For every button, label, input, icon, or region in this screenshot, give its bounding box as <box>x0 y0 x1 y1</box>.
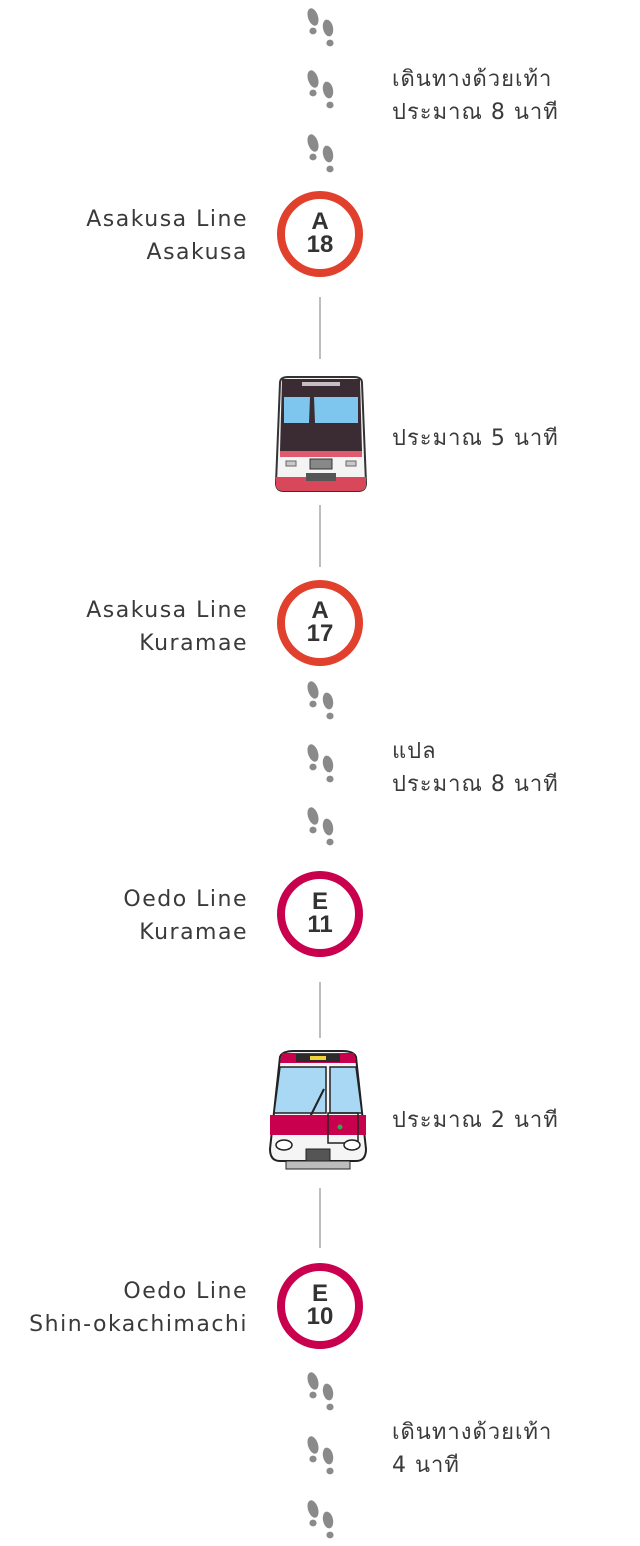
station-label: Asakusa Line Asakusa <box>86 203 248 269</box>
line-letter: A <box>311 208 329 235</box>
station-number-badge: A 18 <box>277 191 363 277</box>
footprints-icon <box>305 1370 335 1411</box>
walk-duration-note: เดินทางด้วยเท้า ประมาณ 8 นาที <box>392 63 559 129</box>
station-name: Kuramae <box>139 631 248 656</box>
footprints-icon <box>305 1498 335 1539</box>
station-label: Asakusa Line Kuramae <box>86 594 248 660</box>
connector-line <box>319 982 321 1038</box>
station-number-badge: A 17 <box>277 580 363 666</box>
station-number: 18 <box>306 231 334 258</box>
station-number-badge: E 10 <box>277 1263 363 1349</box>
footprints-icon <box>305 805 335 846</box>
asakusa-train-icon <box>274 376 368 492</box>
station-number-badge: E 11 <box>277 871 363 957</box>
footprints-icon <box>305 6 335 47</box>
walk-mode-label: เดินทางด้วยเท้า <box>392 1420 553 1445</box>
walk-mode-label: แปล <box>392 739 437 764</box>
connector-line <box>319 297 321 359</box>
station-label: Oedo Line Kuramae <box>123 883 248 949</box>
walk-mode-label: เดินทางด้วยเท้า <box>392 67 553 92</box>
line-name: Oedo Line <box>123 887 248 912</box>
station-name: Shin-okachimachi <box>29 1312 248 1337</box>
footprints-icon <box>305 679 335 720</box>
walk-duration-note: เดินทางด้วยเท้า 4 นาที <box>392 1416 552 1482</box>
walk-duration-note: แปล ประมาณ 8 นาที <box>392 735 559 801</box>
station-name: Asakusa <box>146 240 248 265</box>
walk-duration: ประมาณ 8 นาที <box>392 100 559 125</box>
oedo-train-icon <box>268 1050 368 1170</box>
footprints-icon <box>305 68 335 109</box>
station-label: Oedo Line Shin-okachimachi <box>29 1275 248 1341</box>
walk-duration: ประมาณ 8 นาที <box>392 772 559 797</box>
footprints-icon <box>305 132 335 173</box>
line-letter: E <box>311 1280 328 1307</box>
line-name: Asakusa Line <box>86 207 248 232</box>
line-letter: E <box>311 888 328 915</box>
line-name: Asakusa Line <box>86 598 248 623</box>
connector-line <box>319 1188 321 1248</box>
station-name: Kuramae <box>139 920 248 945</box>
ride-duration: ประมาณ 5 นาที <box>392 426 559 451</box>
line-letter: A <box>311 597 329 624</box>
walk-duration: 4 นาที <box>392 1453 460 1478</box>
line-name: Oedo Line <box>123 1279 248 1304</box>
ride-duration: ประมาณ 2 นาที <box>392 1108 559 1133</box>
station-number: 10 <box>306 1303 334 1330</box>
station-number: 17 <box>306 620 334 647</box>
connector-line <box>319 505 321 567</box>
footprints-icon <box>305 742 335 783</box>
station-number: 11 <box>307 911 333 938</box>
footprints-icon <box>305 1434 335 1475</box>
